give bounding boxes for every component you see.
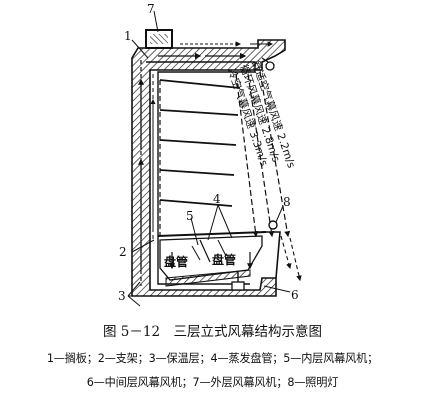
legend-line-1: 1—搁板；2—支架；3—保温层；4—蒸发盘管；5—内层风幕风机； <box>46 352 379 365</box>
coil-label-right: 盘管 <box>212 252 236 267</box>
part-number-4: 4 <box>213 192 221 206</box>
part-number-6: 6 <box>291 288 299 302</box>
part-number-8: 8 <box>283 195 291 209</box>
shelves <box>159 79 241 236</box>
lighting-lamp <box>268 220 278 230</box>
part-number-7: 7 <box>147 2 155 16</box>
legend-line-2: 6—中间层风幕风机；7—外层风幕风机；8—照明灯 <box>86 376 339 389</box>
part-number-2: 2 <box>119 245 127 259</box>
coil-label-left: 盘管 <box>164 254 188 269</box>
part-number-3: 3 <box>118 289 126 303</box>
bottom-tray <box>157 231 281 291</box>
figure-caption: 图 5－12 三层立式风幕结构示意图 <box>102 324 323 340</box>
air-curtain-flows <box>235 71 302 282</box>
leader-lines <box>127 10 291 307</box>
part-number-5: 5 <box>186 209 194 223</box>
rear-duct-flow <box>138 78 156 270</box>
part-number-1: 1 <box>124 29 132 43</box>
top-duct-flow <box>158 41 275 71</box>
outer-curtain-fan-box <box>145 29 173 49</box>
display-case-diagram: 7 1 2 3 4 5 6 8 盘管 盘管 舒适空气幕风速 2.2m/s 循环风… <box>118 2 302 307</box>
